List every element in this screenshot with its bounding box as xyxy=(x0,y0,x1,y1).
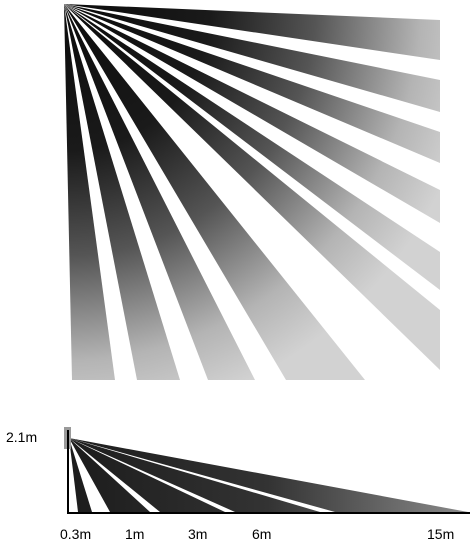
top-view-coverage-diagram xyxy=(64,4,440,380)
side-beam-3 xyxy=(69,438,225,512)
coverage-beam-1 xyxy=(64,4,115,380)
height-label: 2.1m xyxy=(6,429,37,445)
side-beam-2 xyxy=(69,438,150,512)
coverage-beam-7 xyxy=(64,4,440,223)
side-beam-1 xyxy=(69,438,92,512)
coverage-beam-4 xyxy=(64,4,365,380)
side-beam-5 xyxy=(69,438,468,512)
coverage-beam-6 xyxy=(64,4,440,290)
coverage-beam-2 xyxy=(64,4,180,380)
coverage-beam-3 xyxy=(64,4,255,380)
distance-label-1m: 1m xyxy=(125,526,144,542)
side-beam-4 xyxy=(69,438,320,512)
side-view-coverage-diagram: 2.1m 0.3m 1m 3m 6m 15m xyxy=(6,427,470,542)
distance-label-0-3m: 0.3m xyxy=(60,526,91,542)
coverage-beam-5 xyxy=(64,4,440,370)
coverage-beam-8 xyxy=(64,4,440,163)
distance-label-3m: 3m xyxy=(188,526,207,542)
coverage-beam-10 xyxy=(64,4,440,60)
distance-label-15m: 15m xyxy=(427,526,454,542)
distance-label-6m: 6m xyxy=(252,526,271,542)
coverage-beam-9 xyxy=(64,4,440,112)
